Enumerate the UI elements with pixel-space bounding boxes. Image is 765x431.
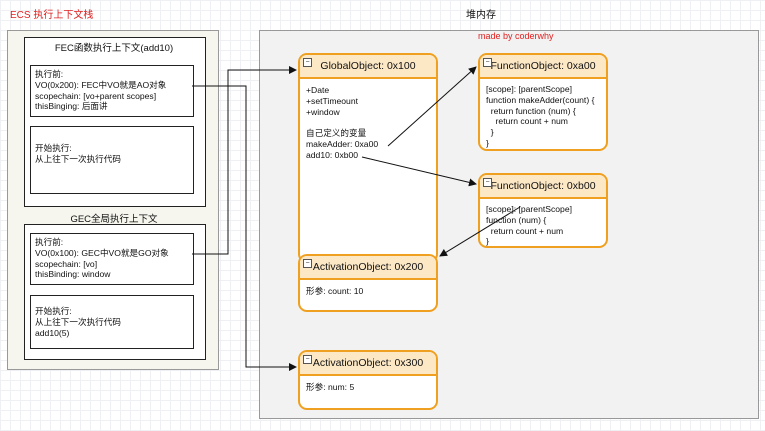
heap-title: 堆内存 <box>466 10 496 21</box>
activation-object-200: − ActivationObject: 0x200 形参: count: 10 <box>298 254 438 312</box>
function-object-a00-line: return count + num <box>486 116 568 127</box>
activation-object-300: − ActivationObject: 0x300 形参: num: 5 <box>298 350 438 410</box>
fec-vo-line: VO(0x200): FEC中VO就是AO对象 <box>35 79 167 90</box>
function-object-a00-body: [scope]: [parentScope] function makeAdde… <box>480 79 606 149</box>
fec-vo-box: 执行前: VO(0x200): FEC中VO就是AO对象 scopechain:… <box>30 65 194 117</box>
function-object-b00-header: − FunctionObject: 0xb00 <box>480 175 606 199</box>
global-object-line: makeAdder: 0xa00 <box>306 138 379 149</box>
fec-context-title: FEC函数执行上下文(add10) <box>54 43 174 54</box>
fec-vo-line: thisBinging: 后面讲 <box>35 101 108 112</box>
global-object-title: GlobalObject: 0x100 <box>320 60 416 72</box>
activation-object-200-title: ActivationObject: 0x200 <box>312 261 424 273</box>
function-object-a00-line: [scope]: [parentScope] <box>486 84 572 94</box>
fec-exec-line: 开始执行: <box>35 143 72 153</box>
made-by-label: made by coderwhy <box>478 31 554 41</box>
ecs-title: ECS 执行上下文栈 <box>10 10 94 21</box>
function-object-b00: − FunctionObject: 0xb00 [scope]: [parent… <box>478 173 608 248</box>
gec-context-title: GEC全局执行上下文 <box>70 214 158 225</box>
global-object-line: add10: 0xb00 <box>306 149 359 160</box>
collapse-icon[interactable]: − <box>483 58 492 67</box>
fec-exec-box: 开始执行: 从上往下一次执行代码 <box>30 126 194 194</box>
function-object-b00-line: [scope]: [parentScope] <box>486 204 572 214</box>
gec-exec-box: 开始执行: 从上往下一次执行代码 add10(5) <box>30 295 194 349</box>
function-object-b00-line: function (num) { <box>486 214 547 225</box>
function-object-a00-line: function makeAdder(count) { <box>486 94 595 105</box>
activation-object-200-header: − ActivationObject: 0x200 <box>300 256 436 280</box>
activation-object-200-line: 形参: count: 10 <box>306 286 364 296</box>
gec-vo-line: scopechain: [vo] <box>35 258 98 269</box>
activation-object-300-line: 形参: num: 5 <box>306 382 355 392</box>
function-object-a00-header: − FunctionObject: 0xa00 <box>480 55 606 79</box>
gec-exec-line: 开始执行: <box>35 306 72 316</box>
collapse-icon[interactable]: − <box>483 178 492 187</box>
function-object-b00-line: return count + num <box>486 225 564 236</box>
global-object-body: +Date +setTimeount +window 自己定义的变量 makeA… <box>300 79 436 167</box>
collapse-icon[interactable]: − <box>303 355 312 364</box>
fec-vo-line: 执行前: <box>35 69 64 79</box>
arrow-fec-vo-to-activation-object-300 <box>192 85 297 371</box>
activation-object-300-title: ActivationObject: 0x300 <box>312 357 424 369</box>
gec-vo-line: 执行前: <box>35 237 64 247</box>
global-object-header: − GlobalObject: 0x100 <box>300 55 436 79</box>
gec-vo-box: 执行前: VO(0x100): GEC中VO就是GO对象 scopechain:… <box>30 233 194 285</box>
global-object-line: 自己定义的变量 <box>306 128 367 139</box>
function-object-a00-line: } <box>486 137 489 148</box>
global-object-line: +setTimeount <box>306 95 358 106</box>
function-object-a00-line: } <box>486 127 494 138</box>
activation-object-200-body: 形参: count: 10 <box>300 280 436 303</box>
arrow-makeadder-to-function-a00 <box>387 66 477 147</box>
function-object-b00-title: FunctionObject: 0xb00 <box>490 180 596 192</box>
function-object-a00-line: return function (num) { <box>486 105 576 116</box>
collapse-icon[interactable]: − <box>303 259 312 268</box>
gec-vo-line: VO(0x100): GEC中VO就是GO对象 <box>35 247 169 258</box>
global-object-line: +window <box>306 106 340 117</box>
global-object-line: +Date <box>306 85 330 95</box>
fec-vo-line: scopechain: [vo+parent scopes] <box>35 90 157 101</box>
gec-exec-line: add10(5) <box>35 327 70 338</box>
function-object-a00-title: FunctionObject: 0xa00 <box>490 60 596 72</box>
arrow-gec-vo-to-global-object <box>192 66 297 255</box>
activation-object-300-header: − ActivationObject: 0x300 <box>300 352 436 376</box>
activation-object-300-body: 形参: num: 5 <box>300 376 436 399</box>
function-object-b00-body: [scope]: [parentScope] function (num) { … <box>480 199 606 247</box>
arrow-function-b00-scope-to-activation-200 <box>439 206 521 257</box>
gec-vo-line: thisBinding: window <box>35 269 111 280</box>
collapse-icon[interactable]: − <box>303 58 312 67</box>
fec-exec-line: 从上往下一次执行代码 <box>35 153 121 164</box>
arrow-add10-to-function-b00 <box>361 156 477 187</box>
function-object-a00: − FunctionObject: 0xa00 [scope]: [parent… <box>478 53 608 151</box>
function-object-b00-line: } <box>486 236 489 247</box>
gec-exec-line: 从上往下一次执行代码 <box>35 316 121 327</box>
